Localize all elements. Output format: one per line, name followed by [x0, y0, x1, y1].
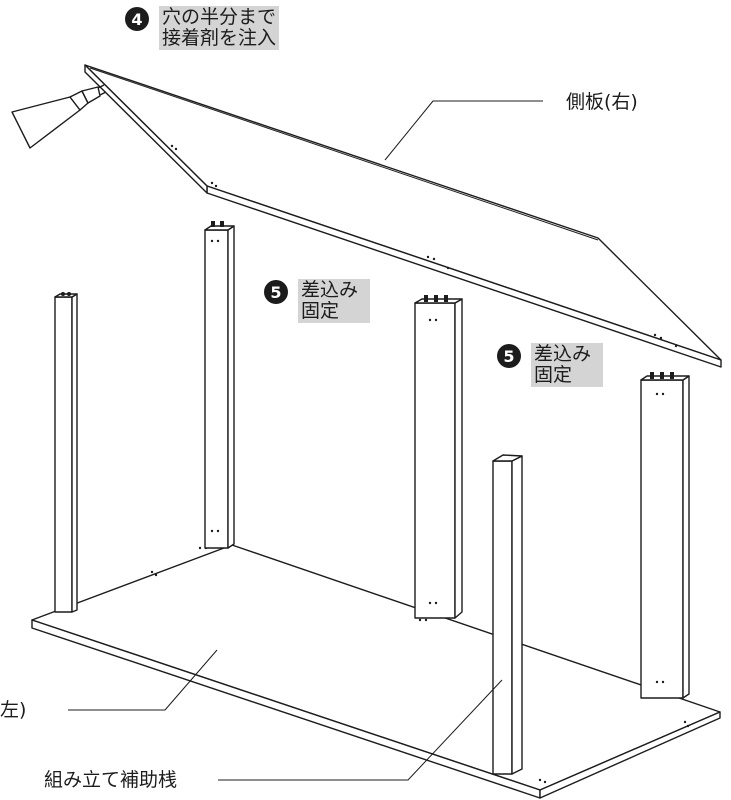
- step-5-callout-right: 5 差込み 固定: [497, 343, 604, 387]
- post-back-left: [204, 221, 235, 549]
- step-number-badge: 5: [497, 344, 521, 368]
- step-number-badge: 5: [264, 280, 288, 304]
- post-far-left: [54, 292, 78, 613]
- assembly-support-bar: [492, 454, 523, 775]
- step-5-callout-left: 5 差込み 固定: [264, 279, 371, 323]
- side-panel-left-label: 左): [0, 699, 27, 721]
- step-4-instruction: 穴の半分まで 接着剤を注入: [159, 6, 280, 50]
- step-5-instruction: 差込み 固定: [531, 343, 604, 387]
- post-middle: [414, 295, 463, 619]
- step-number-badge: 4: [125, 7, 149, 31]
- side-panel-right: [84, 64, 722, 368]
- bottom-panel: [31, 544, 721, 799]
- step-5-instruction: 差込み 固定: [298, 279, 371, 323]
- assembly-support-label: 組み立て補助桟: [44, 769, 178, 791]
- post-right: [640, 372, 690, 699]
- side-panel-right-label: 側板(右): [566, 91, 638, 113]
- leader-lines: [68, 100, 543, 781]
- step-4-callout: 4 穴の半分まで 接着剤を注入: [125, 6, 280, 50]
- glue-bottle-icon: [11, 84, 107, 149]
